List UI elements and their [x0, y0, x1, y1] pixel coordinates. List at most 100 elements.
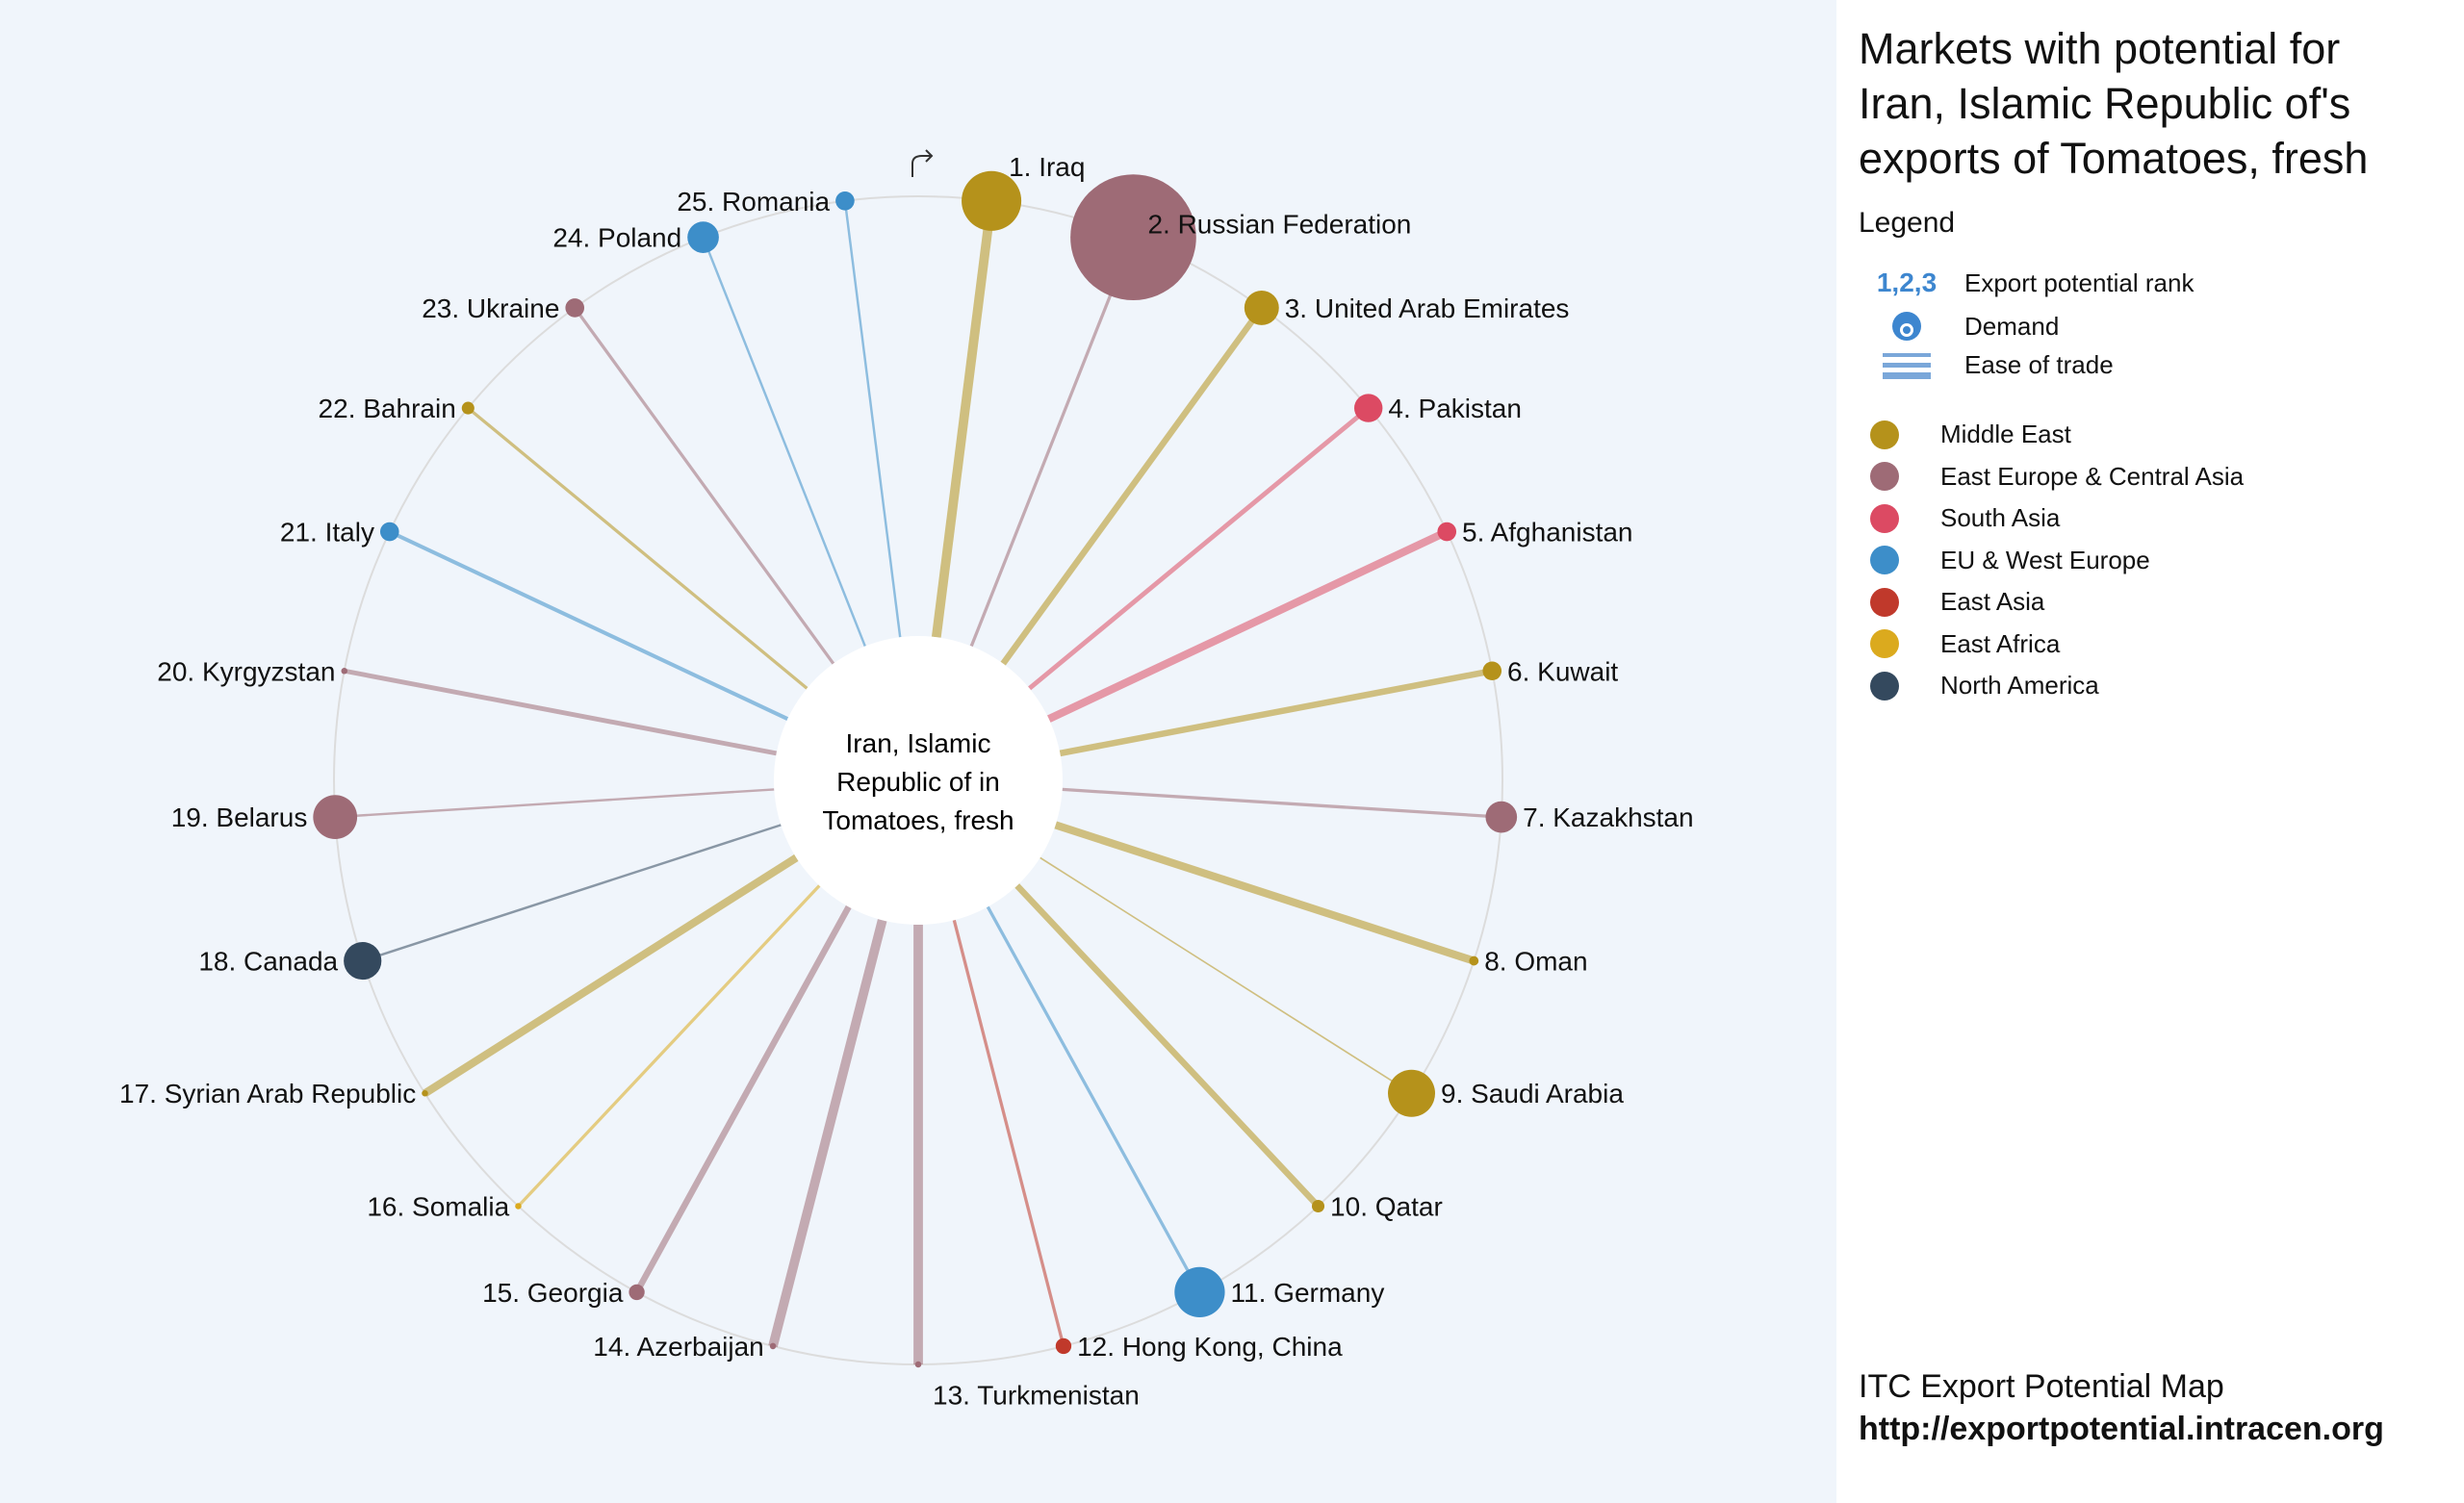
market-label: 19. Belarus [171, 802, 308, 832]
ease-of-trade-spoke [633, 904, 852, 1294]
ease-of-trade-spoke [969, 237, 1135, 648]
region-color-dot [1870, 629, 1899, 658]
ease-of-trade-spoke [1040, 856, 1412, 1094]
legend-region: East Africa [1859, 629, 2060, 659]
region-label: North America [1940, 671, 2099, 700]
legend-panel: Markets with potential for Iran, Islamic… [1836, 0, 2464, 1503]
demand-bubble[interactable] [1482, 661, 1502, 681]
demand-bubble[interactable] [1055, 1337, 1072, 1355]
center-label-line: Republic of in [836, 767, 1000, 797]
market-label: 7. Kazakhstan [1523, 802, 1693, 832]
region-label: EU & West Europe [1940, 545, 2150, 574]
ease-of-trade-spoke [843, 200, 902, 638]
region-color-dot [1870, 546, 1899, 574]
market-label: 6. Kuwait [1507, 656, 1618, 686]
region-label: Middle East [1940, 420, 2071, 448]
ease-of-trade-spoke [1014, 883, 1321, 1209]
demand-bubble[interactable] [1311, 1199, 1325, 1213]
ease-of-trade-spoke [1059, 668, 1493, 757]
ease-label: Ease of trade [1964, 350, 2114, 379]
demand-bubble[interactable] [1070, 174, 1196, 300]
market-label: 14. Azerbaijan [593, 1332, 763, 1362]
market-label: 25. Romania [677, 187, 830, 217]
region-label: East Asia [1940, 587, 2045, 616]
ease-of-trade-spoke [362, 824, 782, 962]
market-label: 15. Georgia [482, 1278, 624, 1308]
ease-of-trade-spoke [1062, 787, 1502, 819]
legend-region: East Asia [1859, 587, 2044, 617]
demand-bubble[interactable] [1244, 290, 1279, 325]
demand-bubble[interactable] [379, 522, 399, 542]
region-color-dot [1870, 462, 1899, 491]
footer-url[interactable]: http://exportpotential.intracen.org [1859, 1411, 2384, 1447]
demand-bubble[interactable] [344, 941, 382, 981]
demand-bubble[interactable] [515, 1203, 522, 1210]
region-label: South Asia [1940, 503, 2061, 532]
region-label: East Africa [1940, 628, 2061, 658]
demand-bubble[interactable] [1354, 394, 1383, 422]
ease-of-trade-spoke [1054, 821, 1476, 965]
center-circle [774, 636, 1063, 925]
market-label: 16. Somalia [367, 1191, 509, 1221]
demand-bubble[interactable] [769, 1342, 777, 1350]
demand-bubble[interactable] [914, 1361, 922, 1368]
legend-region: South Asia [1859, 503, 2060, 533]
chart-title: Markets with potential for Iran, Islamic… [1859, 24, 2369, 183]
region-color-dot [1870, 503, 1899, 533]
market-label: 1. Iraq [1009, 152, 1085, 182]
legend-region: Middle East [1859, 420, 2071, 449]
legend-rank: 1,2,3 Export potential rank [1859, 267, 2194, 298]
rotate-arrow-icon[interactable] [911, 149, 934, 177]
market-label: 11. Germany [1231, 1278, 1385, 1308]
legend-region: North America [1859, 671, 2099, 701]
ease-of-trade-icon [1883, 352, 1931, 379]
market-label: 12. Hong Kong, China [1077, 1332, 1343, 1362]
market-label: 2. Russian Federation [1147, 210, 1411, 240]
demand-bubble[interactable] [313, 795, 358, 839]
demand-bubble[interactable] [565, 298, 585, 318]
demand-bubble[interactable] [422, 1089, 428, 1097]
market-label: 8. Oman [1484, 947, 1587, 977]
ease-of-trade-spoke [467, 406, 808, 690]
market-label: 4. Pakistan [1388, 394, 1522, 423]
ease-of-trade-spoke [335, 788, 775, 819]
demand-bubble[interactable] [629, 1284, 645, 1301]
market-label: 10. Qatar [1330, 1191, 1443, 1221]
rank-label: Export potential rank [1964, 267, 2194, 297]
demand-icon [1892, 312, 1921, 341]
market-label: 9. Saudi Arabia [1441, 1079, 1624, 1108]
legend-heading: Legend [1859, 207, 1956, 239]
region-color-dot [1870, 587, 1899, 617]
ease-of-trade-spoke [1028, 406, 1371, 691]
ease-of-trade-spoke [1046, 527, 1449, 723]
ease-of-trade-spoke [423, 853, 799, 1097]
demand-label: Demand [1964, 311, 2060, 341]
rank-symbol: 1,2,3 [1876, 267, 1938, 297]
demand-bubble[interactable] [1388, 1069, 1436, 1117]
ease-of-trade-spoke [768, 919, 887, 1348]
center-label-line: Iran, Islamic [846, 728, 991, 758]
ease-of-trade-spoke [1000, 306, 1265, 666]
legend-demand: Demand [1859, 310, 2059, 343]
market-label: 22. Bahrain [319, 394, 456, 423]
market-label: 20. Kyrgyzstan [157, 656, 335, 686]
footer-title: ITC Export Potential Map [1859, 1368, 2224, 1405]
ease-of-trade-spoke [517, 884, 821, 1208]
demand-bubble[interactable] [1437, 522, 1457, 542]
demand-bubble[interactable] [962, 170, 1022, 231]
demand-bubble[interactable] [835, 191, 855, 211]
legend-region: East Europe & Central Asia [1859, 462, 2244, 492]
market-label: 24. Poland [552, 223, 681, 253]
demand-bubble[interactable] [461, 401, 475, 415]
market-label: 21. Italy [280, 518, 374, 548]
demand-bubble[interactable] [1469, 955, 1479, 966]
market-label: 13. Turkmenistan [933, 1380, 1140, 1410]
demand-bubble[interactable] [1174, 1266, 1225, 1318]
region-color-dot [1870, 420, 1899, 449]
demand-bubble[interactable] [341, 667, 348, 675]
legend-ease: Ease of trade [1859, 350, 2114, 380]
demand-bubble[interactable] [687, 221, 719, 253]
ease-of-trade-spoke [388, 529, 789, 721]
demand-bubble[interactable] [1485, 801, 1518, 833]
